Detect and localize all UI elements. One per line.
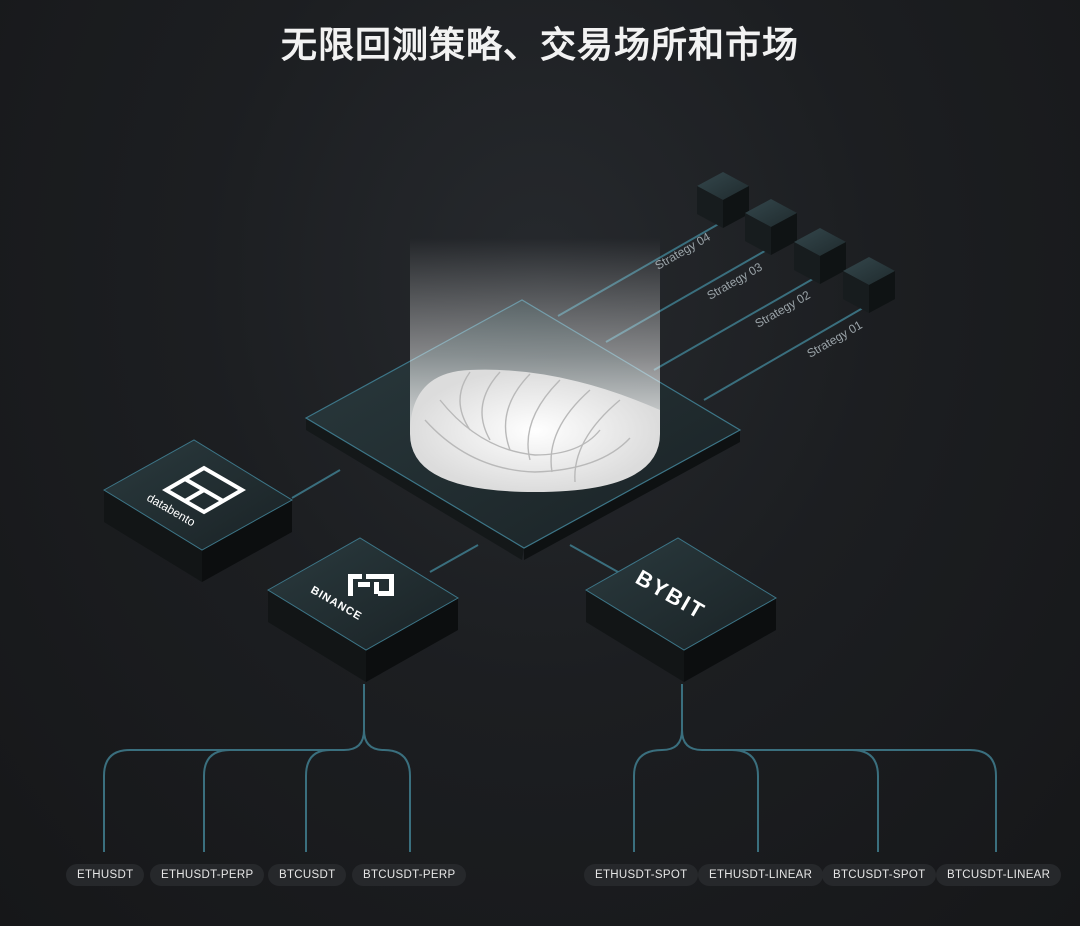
databento-tile (103, 439, 293, 582)
venue-connectors (291, 469, 619, 573)
strategy-cube (697, 172, 749, 228)
bybit-tile (585, 537, 777, 682)
strategy-cube (745, 199, 797, 255)
market-pill: ETHUSDT-SPOT (584, 864, 699, 886)
strategy-label: Strategy 04 (653, 230, 713, 273)
bybit-market-tree (633, 684, 997, 852)
nautilus-shell-icon (410, 369, 660, 492)
market-pill: ETHUSDT-LINEAR (698, 864, 824, 886)
binance-logo-icon (348, 574, 394, 596)
databento-logo-icon (162, 465, 246, 515)
strategy-cube (794, 228, 846, 284)
market-pill: BTCUSDT-PERP (352, 864, 467, 886)
binance-market-tree (103, 684, 411, 852)
market-pill: BTCUSDT-LINEAR (936, 864, 1062, 886)
page-title: 无限回测策略、交易场所和市场 (280, 25, 799, 66)
strategy-cube (843, 257, 895, 313)
market-pill: ETHUSDT (66, 864, 145, 886)
binance-tile (267, 537, 459, 682)
market-pill: ETHUSDT-PERP (150, 864, 265, 886)
market-pill: BTCUSDT (268, 864, 347, 886)
market-pill: BTCUSDT-SPOT (822, 864, 937, 886)
